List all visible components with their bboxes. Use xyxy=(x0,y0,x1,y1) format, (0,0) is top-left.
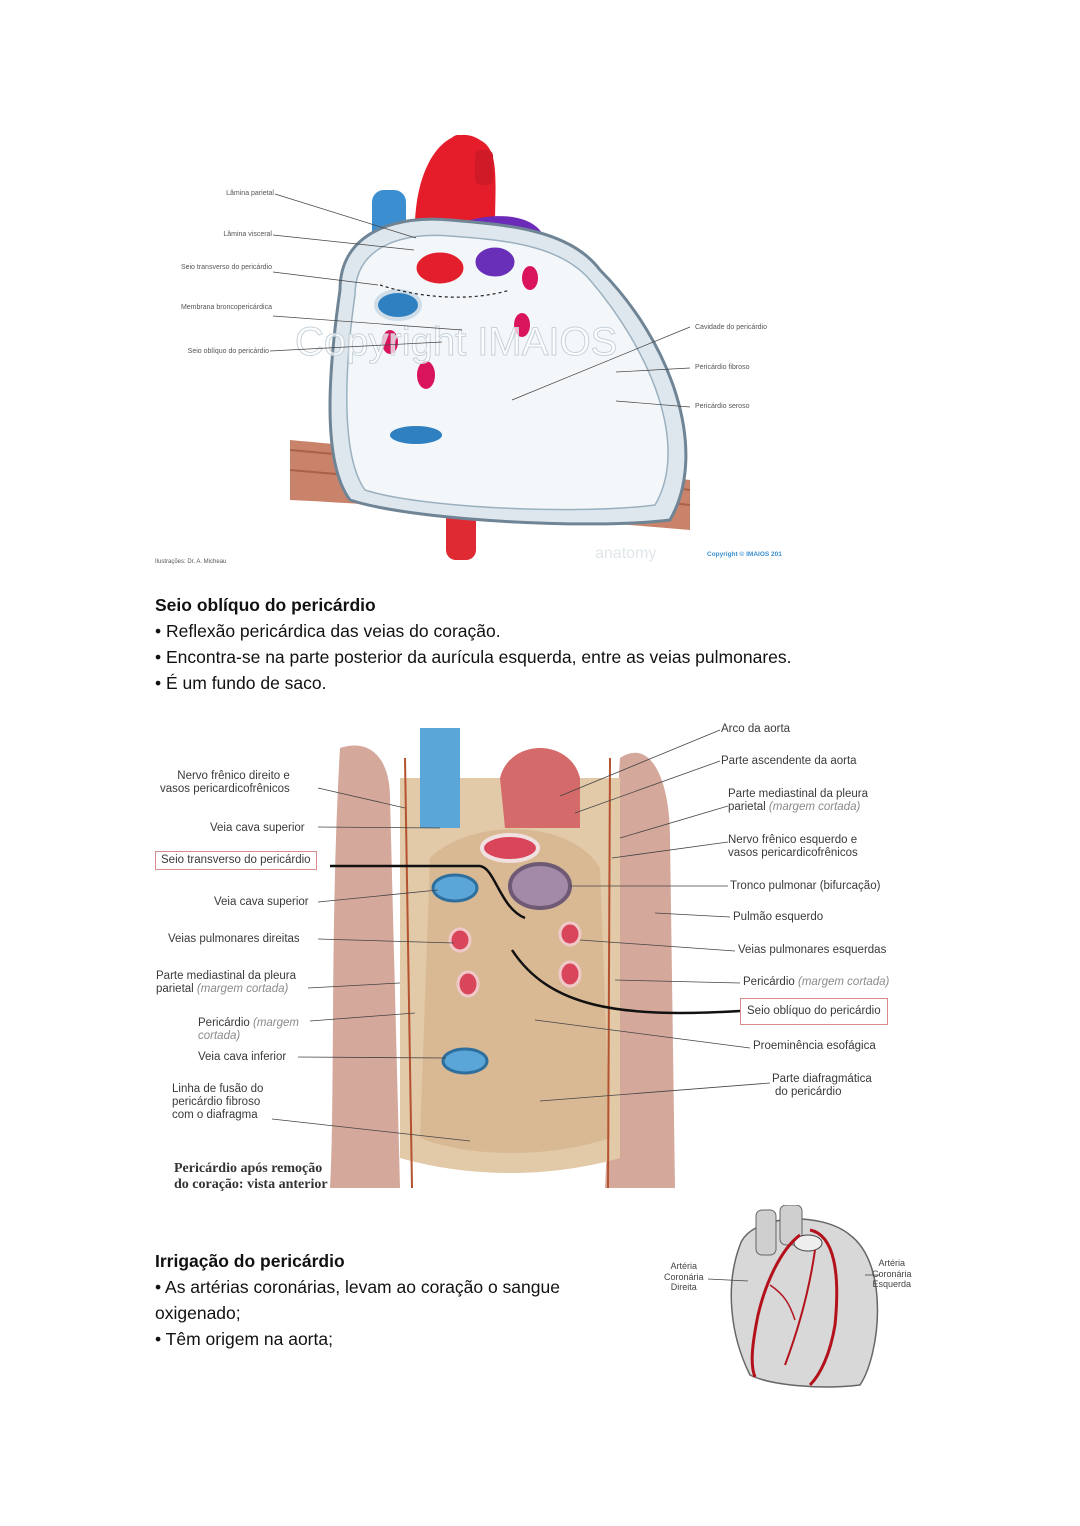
heart-illustration: Copyright IMAIOS anatomy xyxy=(269,134,691,562)
label-tronco-pulmonar: Tronco pulmonar (bifurcação) xyxy=(730,880,881,892)
label-line: vasos pericardicofrênicos xyxy=(728,847,858,859)
label-veia-cava-superior: Veia cava superior xyxy=(214,896,309,908)
label-cavidade-pericardio: Cavidade do pericárdio xyxy=(695,324,767,331)
label-nervo-frenico-esquerdo: Nervo frênico esquerdo e vasos pericardi… xyxy=(728,834,858,860)
label-pericardio-seroso: Pericárdio seroso xyxy=(695,403,750,410)
label-nervo-frenico-direito: Nervo frênico direito e vasos pericardic… xyxy=(160,770,290,796)
figure-pericardium-anterior-view: Nervo frênico direito e vasos pericardic… xyxy=(150,718,930,1198)
figure-caption: Pericárdio após remoção do coração: vist… xyxy=(174,1161,328,1193)
bullet-item: • Encontra-se na parte posterior da aurí… xyxy=(155,647,792,667)
section-irrigacao: Irrigação do pericárdio • As artérias co… xyxy=(155,1248,595,1352)
section-title: Irrigação do pericárdio xyxy=(155,1251,345,1271)
label-line-italic: (margem cortada) xyxy=(196,983,289,995)
label-line: Pericárdio xyxy=(743,976,795,988)
label-veias-pulmonares-direitas: Veias pulmonares direitas xyxy=(168,933,300,945)
label-seio-obliquo: Seio oblíquo do pericárdio xyxy=(187,348,269,355)
label-lamina-visceral: Lâmina visceral xyxy=(223,231,272,238)
bullet-item: • É um fundo de saco. xyxy=(155,673,327,693)
label-membrana-broncopericardica: Membrana broncopericárdica xyxy=(180,304,272,311)
label-line-italic: (margem xyxy=(252,1017,299,1029)
label-arteria-coronaria-direita: Artéria Coronária Direita xyxy=(664,1261,704,1293)
figure-coronary-arteries: Artéria Coronária Direita Artéria Coroná… xyxy=(660,1204,930,1395)
label-line: Coronária xyxy=(664,1271,704,1282)
label-line: do pericárdio xyxy=(775,1086,842,1098)
label-arteria-coronaria-esquerda: Artéria Coronária Esquerda xyxy=(872,1258,912,1290)
section-title: Seio oblíquo do pericárdio xyxy=(155,595,376,615)
label-line: Nervo frênico direito e xyxy=(177,770,290,782)
label-line: pericárdio fibroso xyxy=(172,1096,261,1108)
label-veia-cava-superior-top: Veia cava superior xyxy=(210,822,305,834)
label-line: Direita xyxy=(670,1282,697,1292)
label-pericardio-fibroso: Pericárdio fibroso xyxy=(695,364,750,371)
label-parte-ascendente-aorta: Parte ascendente da aorta xyxy=(721,755,857,767)
label-seio-obliquo-boxed: Seio oblíquo do pericárdio xyxy=(740,998,888,1025)
label-line: Esquerda xyxy=(872,1279,912,1289)
label-line: Coronária xyxy=(872,1268,912,1279)
label-pericardio-margem: Pericárdio (margem cortada) xyxy=(198,1017,299,1043)
label-line: vasos pericardicofrênicos xyxy=(160,783,290,795)
label-line: Linha de fusão do xyxy=(172,1083,264,1095)
label-veia-cava-inferior: Veia cava inferior xyxy=(198,1051,287,1063)
label-line: Artéria xyxy=(878,1258,906,1268)
label-line: Pericárdio xyxy=(198,1017,250,1029)
label-arco-da-aorta: Arco da aorta xyxy=(721,723,791,735)
coronary-heart-illustration xyxy=(707,1204,880,1388)
label-line: Parte mediastinal da pleura xyxy=(728,788,868,800)
label-line-italic: (margem cortada) xyxy=(797,976,890,988)
label-line: Nervo frênico esquerdo e xyxy=(728,834,858,846)
pericardium-illustration xyxy=(271,728,771,1189)
bullet-item: • Têm origem na aorta; xyxy=(155,1329,333,1349)
label-line-italic: cortada) xyxy=(198,1030,241,1042)
caption-line: do coração: vista anterior xyxy=(174,1177,328,1192)
bullet-item: • Reflexão pericárdica das veias do cora… xyxy=(155,621,501,641)
watermark-bottom: anatomy xyxy=(595,545,656,562)
label-parte-mediastinal-esq: Parte mediastinal da pleura parietal (ma… xyxy=(156,970,296,996)
section-seio-obliquo: Seio oblíquo do pericárdio • Reflexão pe… xyxy=(155,592,975,696)
bullet-item: • As artérias coronárias, levam ao coraç… xyxy=(155,1277,560,1323)
label-line: Parte diafragmática xyxy=(772,1073,872,1085)
label-veias-pulmonares-esquerdas: Veias pulmonares esquerdas xyxy=(738,944,887,956)
label-pericardio-margem-dir: Pericárdio (margem cortada) xyxy=(743,976,889,989)
label-parte-diafragmatica: Parte diafragmática do pericárdio xyxy=(772,1073,872,1099)
label-line: Parte mediastinal da pleura xyxy=(156,970,296,982)
label-line: com o diafragma xyxy=(172,1109,258,1121)
label-parte-mediastinal-dir: Parte mediastinal da pleura parietal (ma… xyxy=(728,788,868,814)
label-line: Artéria xyxy=(670,1261,698,1271)
label-line: parietal xyxy=(728,801,766,813)
label-proeminencia-esofagica: Proeminência esofágica xyxy=(753,1040,876,1052)
label-seio-transverso: Seio transverso do pericárdio xyxy=(180,264,272,271)
label-line: parietal xyxy=(156,983,194,995)
watermark: Copyright IMAIOS xyxy=(295,320,617,364)
label-lamina-parietal: Lâmina parietal xyxy=(226,190,274,197)
label-linha-de-fusao: Linha de fusão do pericárdio fibroso com… xyxy=(172,1083,263,1122)
credit-right: Copyright © IMAIOS 201 xyxy=(707,551,782,558)
label-line-italic: (margem cortada) xyxy=(768,801,861,813)
label-pulmao-esquerdo: Pulmão esquerdo xyxy=(733,911,824,923)
figure-pericardium-heart: Copyright IMAIOS anatomy Lâmina parietal… xyxy=(150,120,810,570)
credit-left: Ilustrações: Dr. A. Micheau xyxy=(155,559,227,565)
label-seio-transverso-boxed: Seio transverso do pericárdio xyxy=(155,851,317,870)
caption-line: Pericárdio após remoção xyxy=(174,1161,323,1176)
